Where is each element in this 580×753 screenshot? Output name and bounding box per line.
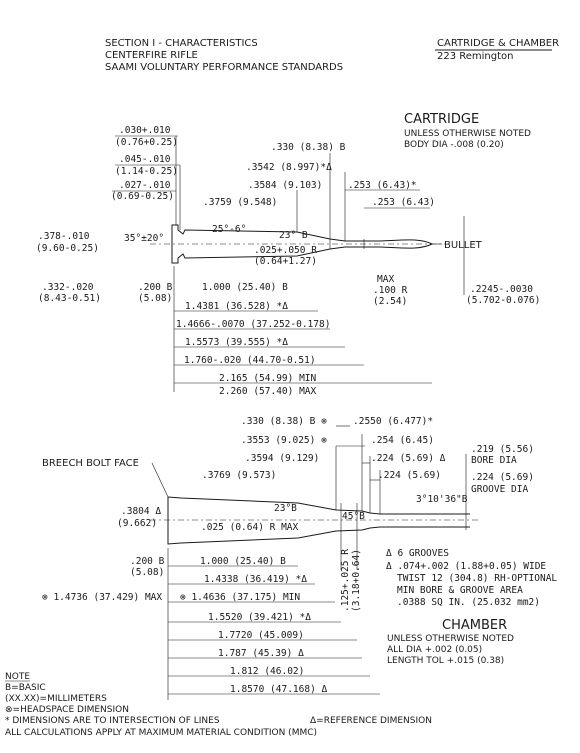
note-basic: B=BASIC (5, 683, 46, 693)
cart-groove-dia-mm: (8.43-0.51) (38, 293, 101, 304)
ch-length6: 1.812 (46.02) (230, 666, 304, 677)
cart-rim-dia-mm: (9.60-0.25) (36, 243, 99, 254)
chamber-note2: ALL DIA +.002 (0.05) (387, 645, 482, 655)
cartridge-note1: UNLESS OTHERWISE NOTED (404, 129, 531, 139)
cart-rim-dia: .378-.010 (38, 231, 90, 242)
cart-shoulder-angle: 23° B (279, 230, 308, 241)
ch-rim-dia-mm: (9.662) (117, 518, 157, 529)
ch-length5: 1.787 (45.39) Δ (218, 648, 304, 659)
ch-groove-dia-label: GROOVE DIA (471, 484, 528, 495)
ch-body-dia1: .3769 (9.573) (202, 470, 276, 481)
ch-bore-dia-val: .219 (5.56) (471, 444, 534, 455)
cart-neck-dia2: .253 (6.43) (372, 197, 435, 208)
cart-max-r: MAX (377, 274, 394, 285)
ch-bore-dia-label: BORE DIA (471, 455, 517, 466)
rim-chamfer: .027-.010 (119, 180, 171, 191)
cart-body-dia1: .3759 (9.548) (203, 197, 277, 208)
ch-throat1: .224 (5.69) Δ (371, 453, 446, 464)
groove-width: .045-.010 (119, 154, 171, 165)
cartridge-outline (150, 224, 445, 264)
cart-neck-base-dia: .3542 (8.997)*Δ (246, 162, 332, 173)
cart-rim-angle: 35°±20° (124, 233, 164, 244)
ch-length7: 1.8570 (47.168) Δ (230, 684, 328, 695)
ch-neck-base-dia: .3553 (9.025) ⊗ (241, 435, 327, 446)
chamber-note1: UNLESS OTHERWISE NOTED (387, 634, 514, 644)
note-mmc: ALL CALCULATIONS APPLY AT MAXIMUM MATERI… (5, 728, 317, 738)
cart-groove-dia: .332-.020 (42, 282, 94, 293)
chamber-title: CHAMBER (442, 618, 507, 633)
standards-title: SAAMI VOLUNTARY PERFORMANCE STANDARDS (105, 62, 343, 73)
ch-length4: 1.7720 (45.009) (218, 630, 304, 641)
doc-title: CARTRIDGE & CHAMBER (437, 38, 559, 49)
ch-rim-dia: .3804 Δ (121, 506, 161, 517)
cartridge-note2: BODY DIA -.008 (0.20) (404, 140, 504, 150)
rim-chamfer-mm: (0.69-0.25) (111, 191, 174, 202)
ch-neck-dia2: .254 (6.45) (371, 435, 434, 446)
ch-neck-height: .125+.025 R (340, 549, 351, 612)
cart-neck-dia1: .253 (6.43)* (348, 180, 417, 191)
cart-body-dia2: .3584 (9.103) (248, 180, 322, 191)
notes-title: NOTE (5, 672, 30, 682)
section-heading: SECTION I - CHARACTERISTICS (105, 38, 258, 49)
cart-bullet-dia: .2245-.0030 (470, 284, 533, 295)
ch-basic-length: 1.000 (25.40) B (200, 556, 286, 567)
rifle-type: CENTERFIRE RIFLE (105, 50, 198, 61)
cart-fillet-r: .025+.050 R (254, 245, 317, 256)
ch-body-dia2: .3594 (9.129) (245, 453, 319, 464)
cart-length1: 1.4381 (36.528) *Δ (185, 301, 288, 312)
breech-face-label: BREECH BOLT FACE (42, 458, 139, 469)
cart-head-to-b-mm: (5.08) (138, 293, 172, 304)
ch-head-to-b-mm: (5.08) (130, 567, 164, 578)
note-mm: (XX.XX)=MILLIMETERS (5, 694, 107, 704)
cart-length2: 1.4666-.0070 (37.252-0.178) (176, 319, 330, 330)
cart-fillet-r-mm: (0.64+1.27) (254, 256, 317, 267)
rim-thickness: .030+.010 (119, 125, 171, 136)
cart-head-to-b: .200 B (138, 282, 173, 293)
cart-oal-max: 2.260 (57.40) MAX (219, 386, 317, 397)
ch-throat2: .224 (5.69) (378, 470, 441, 481)
cart-basic-length: 1.000 (25.40) B (202, 282, 288, 293)
ch-fillet: .025 (0.64) R MAX (201, 522, 299, 533)
ch-grooves: Δ 6 GROOVES (386, 548, 449, 559)
cartridge-title: CARTRIDGE (404, 112, 479, 127)
chamber-note3: LENGTH TOL +.015 (0.38) (387, 656, 504, 666)
bullet-label: BULLET (444, 240, 483, 251)
caliber-label: 223 Remington (437, 51, 514, 62)
ch-neck-height-mm: (3.18+0.64) (351, 549, 362, 612)
ch-leade-angle2: 45°B (342, 511, 365, 522)
cart-max-r-val: .100 R (373, 285, 408, 296)
note-intersection: * DIMENSIONS ARE TO INTERSECTION OF LINE… (5, 716, 220, 726)
cart-shoulder-dia: .330 (8.38) B (271, 142, 346, 153)
cart-oal-min: 2.165 (54.99) MIN (219, 373, 317, 384)
ch-neck-dia: .2550 (6.477)* (353, 416, 433, 427)
ch-area-val: .0388 SQ IN. (25.032 mm2) (397, 597, 540, 608)
cart-max-r-mm: (2.54) (373, 296, 407, 307)
note-reference: Δ=REFERENCE DIMENSION (310, 716, 432, 726)
ch-groove-width: Δ .074+.002 (1.88+0.05) WIDE (386, 561, 546, 572)
ch-length3: 1.5520 (39.421) *Δ (208, 612, 311, 623)
groove-width-mm: (1.14-0.25) (115, 166, 178, 177)
ch-length1: 1.4338 (36.419) *Δ (204, 574, 307, 585)
ch-shoulder-dia: .330 (8.38) B ⊗ (241, 416, 327, 427)
ch-head-to-b: .200 B (130, 556, 165, 567)
note-headspace: ⊗=HEADSPACE DIMENSION (5, 705, 129, 715)
ch-headspace-min: ⊗ 1.4636 (37.175) MIN (180, 592, 300, 603)
ch-headspace-max: ⊗ 1.4736 (37.429) MAX (42, 592, 162, 603)
ch-leade-angle: 3°10'36"B (416, 494, 468, 505)
cart-length3: 1.5573 (39.555) *Δ (185, 337, 288, 348)
chamber-outline (150, 434, 480, 570)
cart-bullet-dia-mm: (5.702-0.076) (466, 295, 540, 306)
cart-case-length: 1.760-.020 (44.70-0.51) (184, 355, 316, 366)
ch-twist: TWIST 12 (304.8) RH-OPTIONAL (397, 573, 557, 584)
ch-groove-dia-val: .224 (5.69) (471, 472, 534, 483)
ch-area-label: MIN BORE & GROOVE AREA (397, 585, 523, 596)
ch-shoulder-angle: 23°B (274, 503, 297, 514)
rim-thickness-mm: (0.76+0.25) (115, 137, 178, 148)
cart-taper-angle: 25°-6° (212, 224, 246, 235)
